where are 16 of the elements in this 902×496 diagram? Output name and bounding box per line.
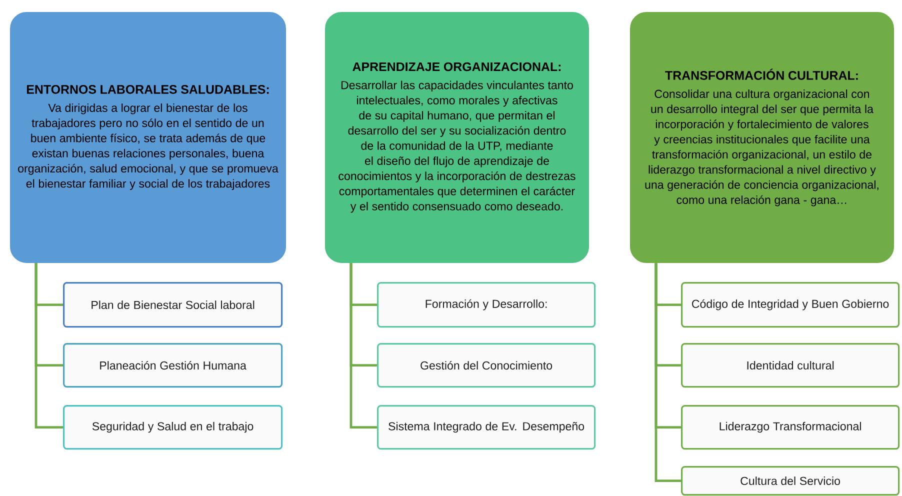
item-box: Gestión del Conocimiento [377, 343, 596, 388]
item-box: Plan de Bienestar Social laboral [63, 282, 283, 328]
item-box: Formación y Desarrollo: [377, 282, 596, 328]
item-box: Sistema Integrado de Ev. Desempeño [377, 405, 596, 450]
topic-box: TRANSFORMACIÓN CULTURAL: Consolidar una cultura organizacional con un desarrollo integral del ser que permita la incorporación y fortalecimiento de valores y creencias institucionales que facilite una transformación organizacional, un estilo de liderazgo transformacional a nivel directivo y una generación de conciencia organizacional, como una relación gana - gana… [630, 12, 894, 263]
connector-line [350, 263, 377, 428]
item-box: Planeación Gestión Humana [63, 343, 283, 388]
connector-line [34, 263, 63, 428]
item-box: Código de Integridad y Buen Gobierno [681, 282, 900, 328]
connector-line [654, 263, 681, 482]
item-box: Identidad cultural [681, 343, 900, 388]
topic-box: APRENDIZAJE ORGANIZACIONAL: Desarrollar las capacidades vinculantes tanto intelectuales, como morales y afectivas de su capital humano, que permitan el desarrollo del ser y su socialización dentro de la comunidad de la UTP, mediante el diseño del flujo de aprendizaje de conocimientos y la incorporación de destrezas comportamentales que determinen el carácter y el sentido consensuado como deseado. [325, 12, 589, 263]
item-box: Cultura del Servicio [681, 466, 900, 496]
topic-box: ENTORNOS LABORALES SALUDABLES: Va dirigidas a lograr el bienestar de los trabajadores pero no sólo en el sentido de un buen ambiente físico, se trata además de que existan buenas relaciones personales, buena organización, salud emocional, y que se promueva el bienestar familiar y social de los trabajadores [10, 12, 286, 263]
item-box: Liderazgo Transformacional [681, 405, 900, 450]
item-box: Seguridad y Salud en el trabajo [63, 405, 283, 450]
